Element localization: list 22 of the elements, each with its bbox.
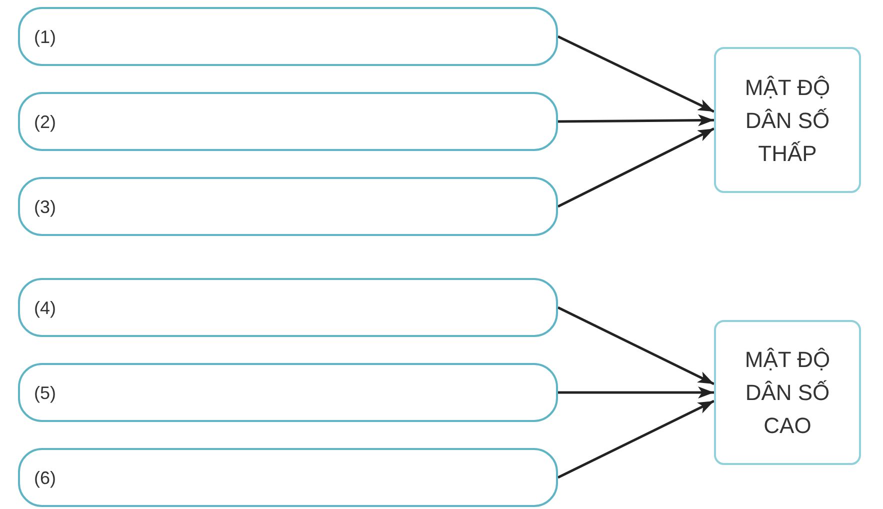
number-label: (6) <box>34 466 56 488</box>
number-label: (2) <box>34 110 56 132</box>
arrow <box>557 35 715 113</box>
category-box <box>714 320 861 465</box>
category-label: MẬT ĐỘ DÂN SỐ THẤP <box>744 74 832 168</box>
number-label: (4) <box>34 296 56 318</box>
arrow <box>557 306 715 386</box>
number-label: (3) <box>34 196 56 218</box>
arrow <box>558 386 714 398</box>
answer-box <box>18 177 558 236</box>
arrow <box>557 128 715 208</box>
arrow <box>558 114 714 126</box>
answer-box <box>18 278 558 337</box>
category-box <box>714 47 861 193</box>
answer-box <box>18 92 558 151</box>
answer-box <box>18 7 558 66</box>
number-label: (5) <box>34 382 56 404</box>
arrow <box>557 400 715 479</box>
answer-box <box>18 363 558 422</box>
number-label: (1) <box>34 26 56 48</box>
answer-box <box>18 448 558 507</box>
category-label: MẬT ĐỘ DÂN SỐ CAO <box>744 346 832 440</box>
